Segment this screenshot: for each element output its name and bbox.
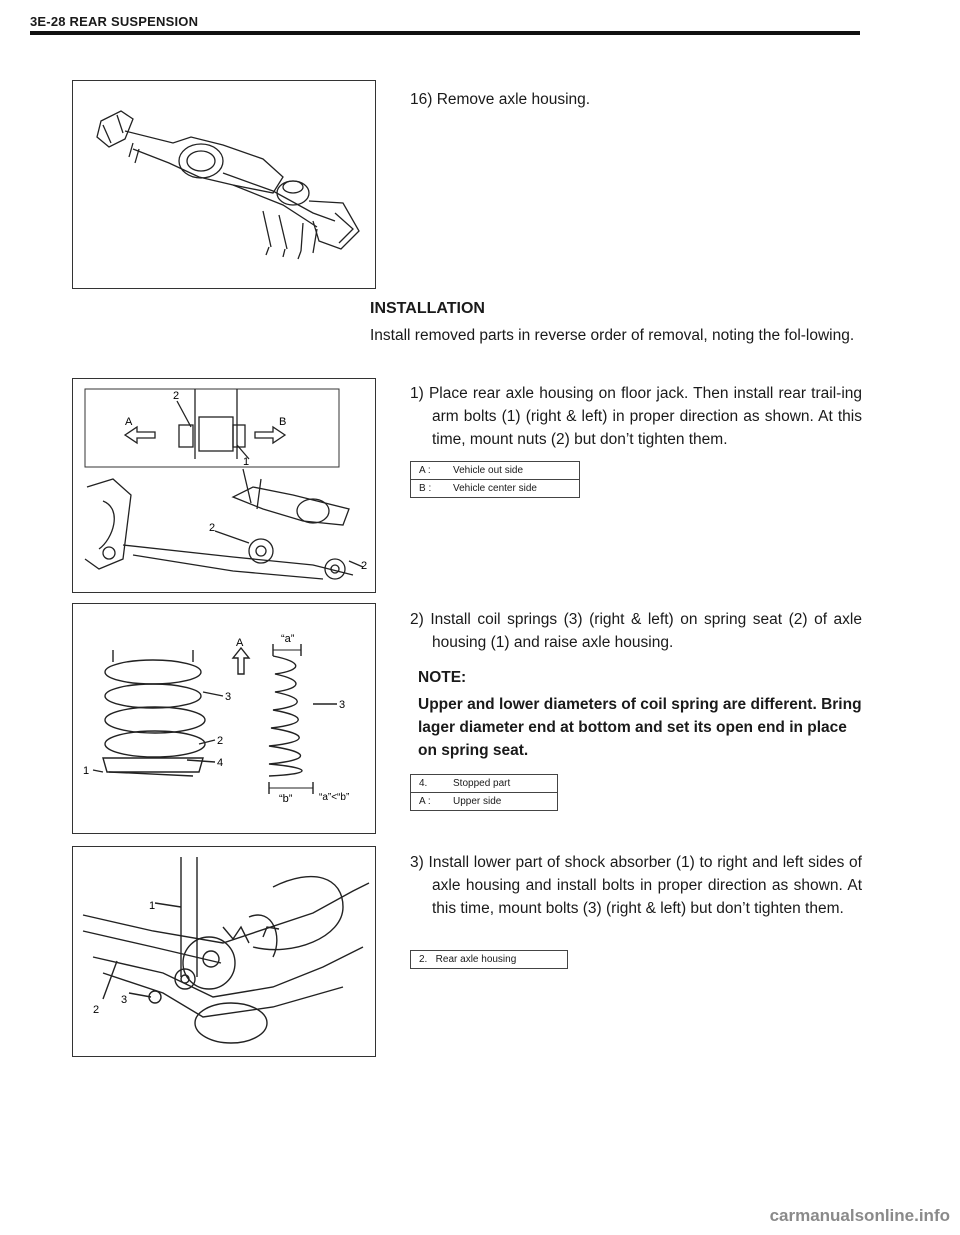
- fig4-label-1: 1: [149, 900, 155, 912]
- shock-absorber-drawing: 1 2 3: [82, 857, 370, 1044]
- legend-value: Vehicle out side: [453, 461, 580, 480]
- legend-row: 2. Rear axle housing: [410, 950, 568, 969]
- legend-key: A :: [410, 461, 453, 480]
- step-2-text: 2) Install coil springs (3) (right & lef…: [410, 608, 862, 654]
- trailing-arm-drawing: A B 2 1 2 2: [84, 388, 367, 580]
- legend-row: B : Vehicle center side: [410, 479, 580, 498]
- legend-value: Stopped part: [453, 774, 558, 793]
- page-header-title: 3E-28 REAR SUSPENSION: [30, 14, 199, 29]
- figure-coil-springs: A “a” “b” “a”<“b” 3 3 2 4 1: [72, 603, 376, 834]
- fig3-label-dim-a: “a”: [281, 633, 295, 645]
- fig2-label-2-mid: 2: [209, 522, 215, 534]
- step-16-body: 16) Remove axle housing.: [410, 91, 591, 108]
- legend-value: Upper side: [453, 792, 558, 811]
- figure-trailing-arm-bolts: A B 2 1 2 2: [72, 378, 376, 593]
- step-1-text: 1) Place rear axle housing on floor jack…: [410, 382, 862, 451]
- step-2-note: NOTE: Upper and lower diameters of coil …: [418, 666, 864, 762]
- axle-housing-drawing: [96, 110, 360, 260]
- step-16-text: 16) Remove axle housing.: [410, 88, 862, 111]
- fig2-label-b: B: [279, 416, 286, 428]
- note-title: NOTE:: [418, 669, 467, 686]
- fig3-label-4: 4: [217, 757, 223, 769]
- watermark: carmanualsonline.info: [769, 1206, 950, 1225]
- step-1-body: 1) Place rear axle housing on floor jack…: [410, 385, 862, 448]
- step-3-legend: 2. Rear axle housing: [410, 950, 568, 969]
- legend-key: 4.: [410, 774, 453, 793]
- figure-shock-absorber: 1 2 3: [72, 846, 376, 1057]
- fig3-label-3-left: 3: [225, 691, 231, 703]
- step-3-body: 3) Install lower part of shock absorber …: [410, 854, 862, 917]
- legend-key: A :: [410, 792, 453, 811]
- fig3-label-2: 2: [217, 735, 223, 747]
- fig3-label-a-upper: A: [236, 637, 244, 649]
- note-body: Upper and lower diameters of coil spring…: [418, 696, 862, 759]
- fig2-label-2-right: 2: [361, 560, 367, 572]
- fig3-label-1: 1: [83, 765, 89, 777]
- legend-row: 4. Stopped part: [410, 774, 558, 793]
- fig2-label-a: A: [125, 416, 133, 428]
- legend-row: A : Upper side: [410, 792, 558, 811]
- step-2-legend: 4. Stopped part A : Upper side: [410, 774, 558, 811]
- fig2-label-1: 1: [243, 456, 249, 468]
- fig4-label-2: 2: [93, 1004, 99, 1016]
- header-rule: [30, 31, 860, 35]
- step-1-legend: A : Vehicle out side B : Vehicle center …: [410, 461, 580, 498]
- legend-value: 2. Rear axle housing: [410, 950, 568, 969]
- fig3-label-relation: “a”<“b”: [319, 792, 349, 803]
- fig4-label-3: 3: [121, 994, 127, 1006]
- legend-key: B :: [410, 479, 453, 498]
- fig3-label-3-right: 3: [339, 699, 345, 711]
- legend-value: Vehicle center side: [453, 479, 580, 498]
- fig2-label-2-top: 2: [173, 390, 179, 402]
- installation-intro: Install removed parts in reverse order o…: [370, 327, 855, 344]
- step-2-body: 2) Install coil springs (3) (right & lef…: [410, 611, 862, 651]
- fig3-label-dim-b: “b”: [279, 793, 293, 805]
- legend-row: A : Vehicle out side: [410, 461, 580, 480]
- figure-axle-housing: [72, 80, 376, 289]
- coil-spring-drawing: A “a” “b” “a”<“b” 3 3 2 4 1: [83, 633, 349, 805]
- installation-heading: INSTALLATION: [370, 300, 485, 317]
- step-3-text: 3) Install lower part of shock absorber …: [410, 851, 862, 920]
